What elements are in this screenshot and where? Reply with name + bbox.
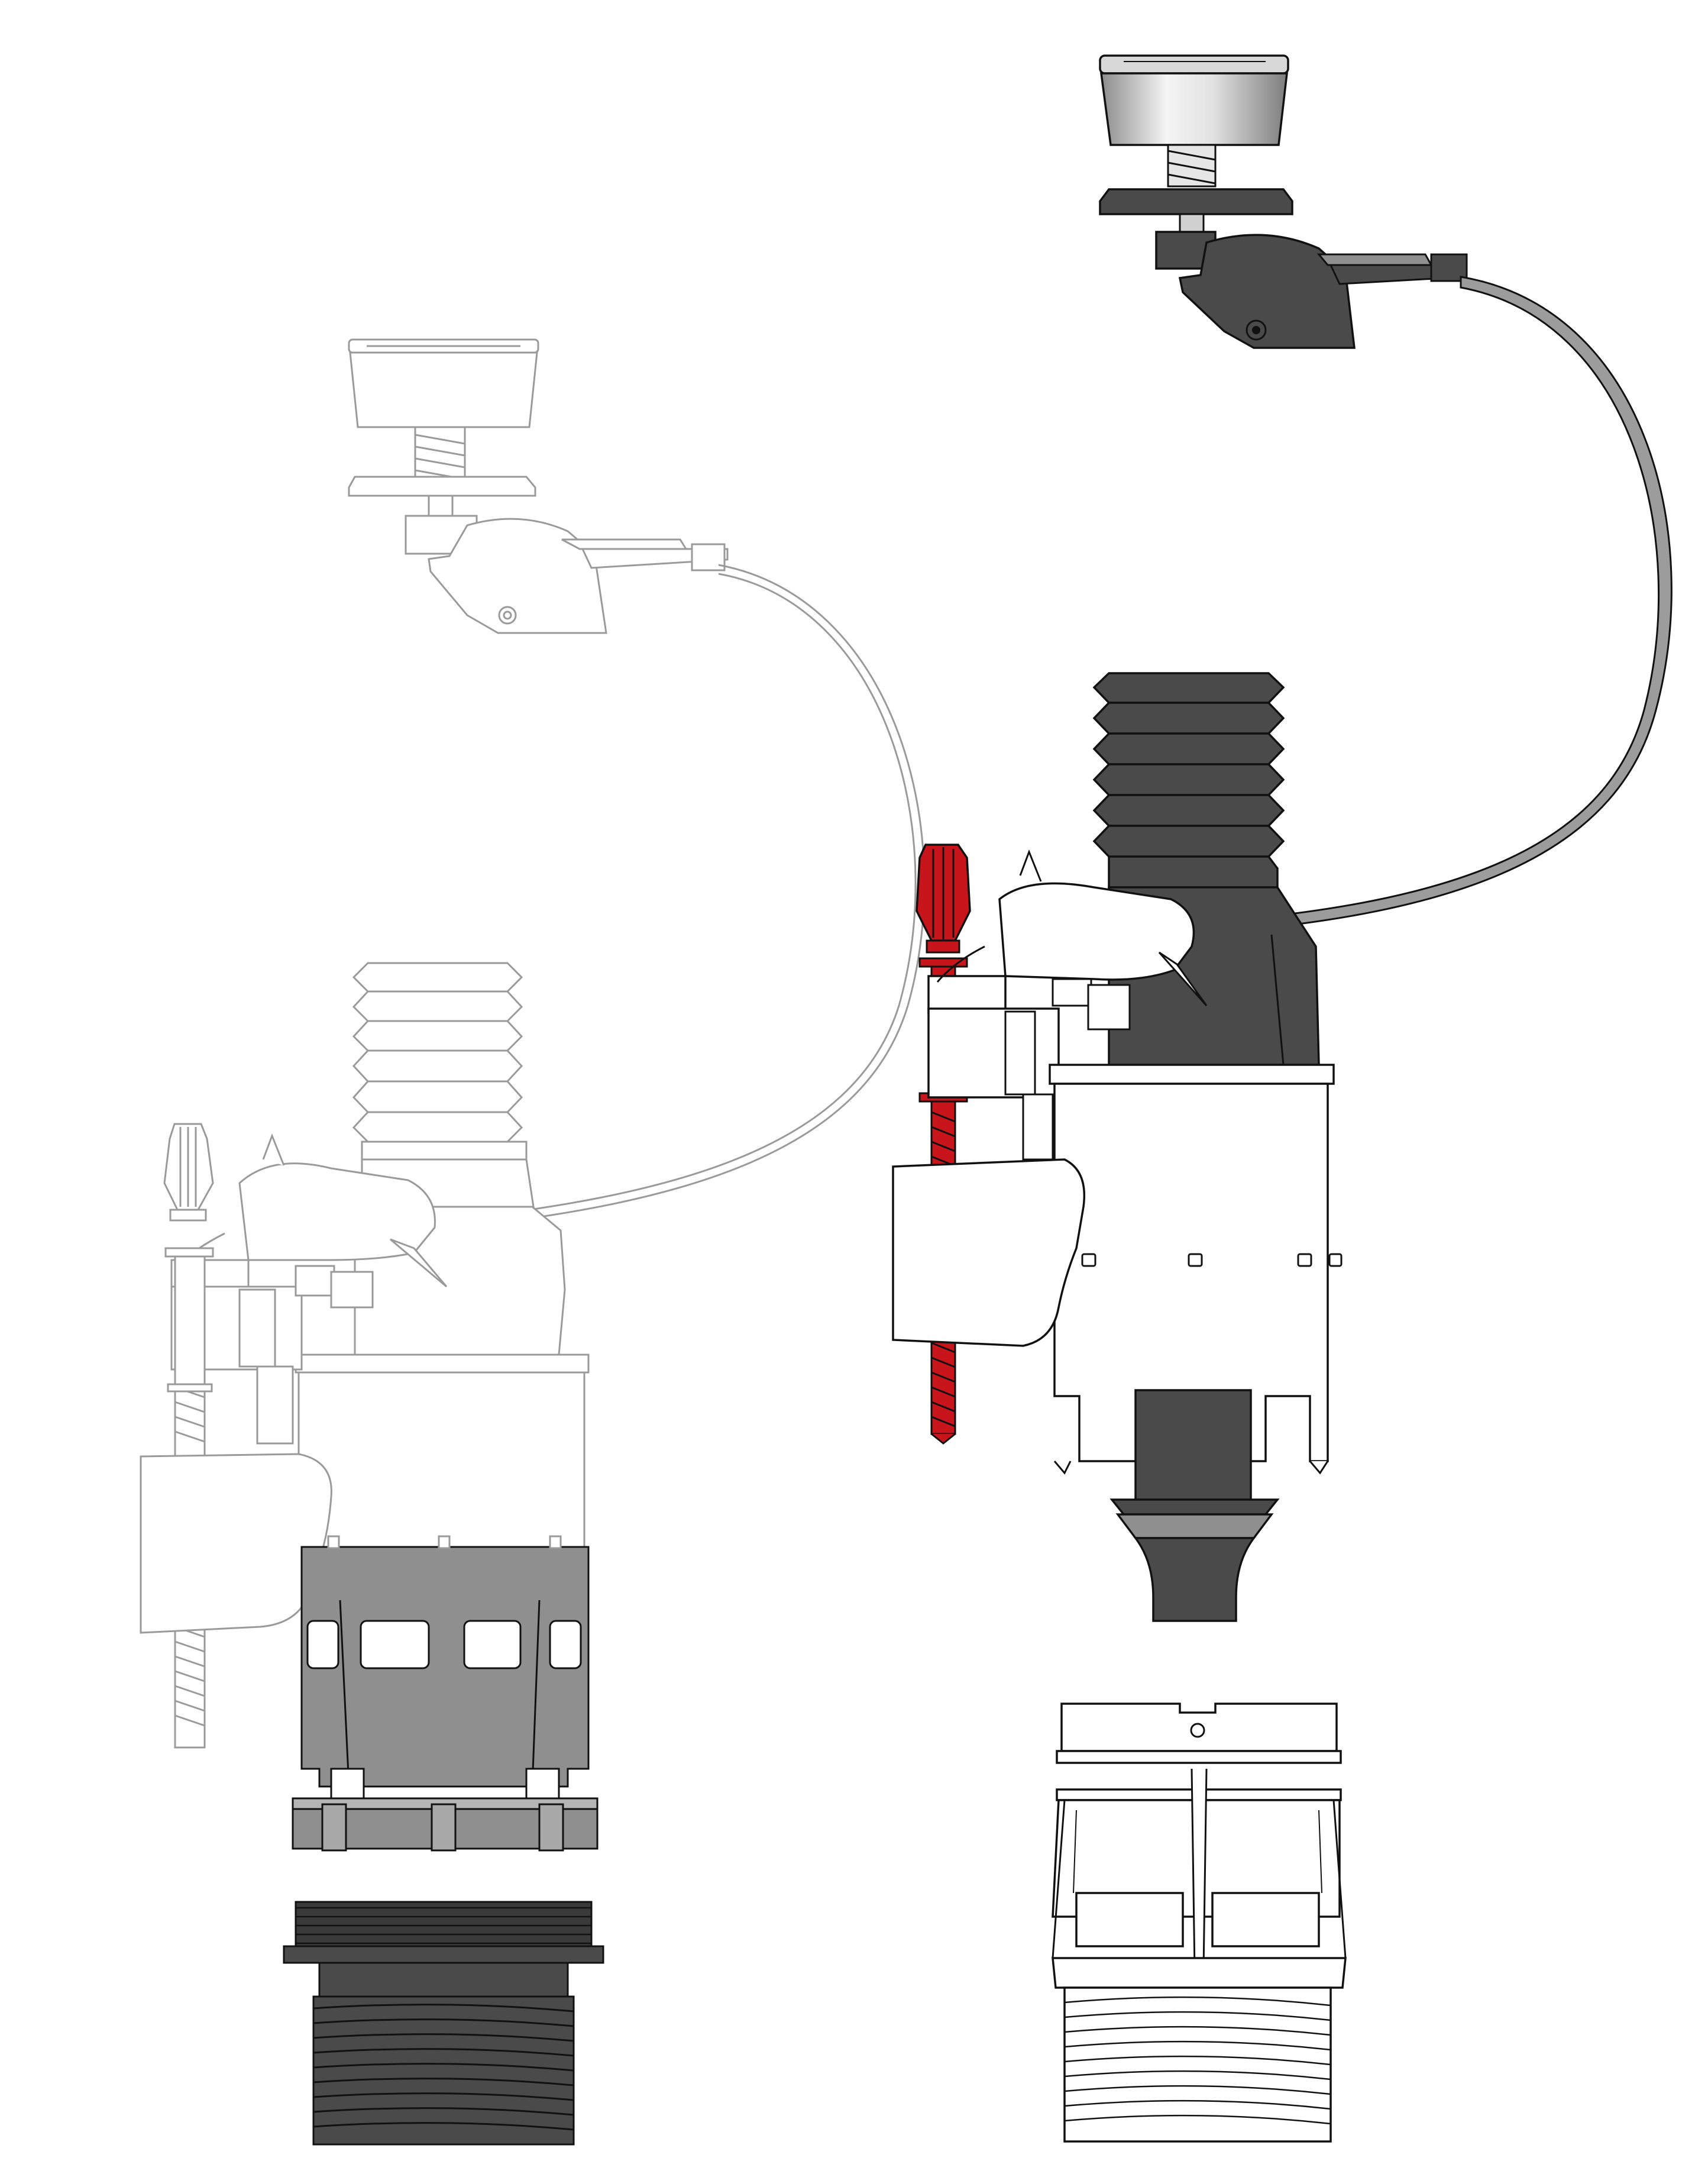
right-assembly — [892, 54, 1673, 2143]
left-bellows — [352, 962, 535, 1208]
left-button-flange — [348, 476, 536, 497]
left-valve-body — [295, 1206, 590, 1551]
left-assembly — [140, 338, 926, 2146]
right-button-flange — [1099, 188, 1293, 215]
right-push-button — [1099, 54, 1289, 146]
right-valve-body — [1049, 1064, 1343, 1475]
left-float — [140, 1453, 332, 1634]
left-push-button — [348, 338, 539, 428]
right-cage-adapter — [1052, 1703, 1347, 1981]
right-outlet-tube — [1109, 1389, 1280, 1622]
right-fill-bracket — [927, 849, 1208, 1161]
left-threaded-outlet-nut — [283, 1901, 604, 2146]
left-cable-lever — [405, 515, 729, 634]
left-adjuster-screw — [163, 1123, 214, 1749]
right-red-adjuster-screw — [916, 844, 971, 1445]
right-button-spring — [1167, 144, 1217, 188]
left-cage — [300, 1535, 590, 1805]
right-cable-lever — [1155, 231, 1468, 349]
right-float — [892, 1158, 1086, 1347]
right-button-stem — [1179, 213, 1205, 234]
left-cage-ring — [292, 1797, 599, 1852]
left-bowden-cable — [425, 564, 926, 1232]
right-threaded-outlet — [1052, 1957, 1347, 2143]
left-button-spring — [414, 426, 466, 480]
